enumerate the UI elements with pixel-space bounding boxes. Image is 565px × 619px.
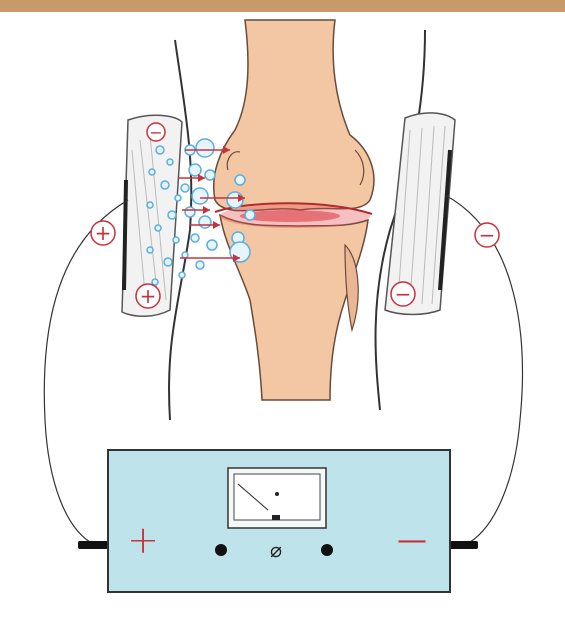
ion-particle: [235, 175, 245, 185]
right-mid-sign: −: [479, 223, 496, 247]
ion-particle: [207, 240, 217, 250]
ion-particle: [161, 181, 169, 189]
left-plug: [78, 541, 108, 549]
ion-particle: [168, 211, 176, 219]
ion-particle: [192, 188, 208, 204]
device-negative: —: [397, 523, 427, 558]
ion-particle: [185, 207, 195, 217]
arrow-head: [203, 206, 210, 214]
ion-particle: [189, 164, 201, 176]
ion-particle: [196, 139, 214, 157]
left-top-sign: −: [149, 123, 162, 142]
knob[interactable]: ⌀: [270, 538, 282, 562]
ion-particle: [181, 184, 189, 192]
right-plug: [448, 541, 478, 549]
ion-particle: [191, 234, 199, 242]
ion-particle: [182, 252, 188, 258]
ion-particle: [164, 258, 172, 266]
device-positive: +: [127, 518, 159, 562]
ion-particle: [147, 202, 153, 208]
ion-particle: [147, 247, 153, 253]
ion-particle: [167, 159, 173, 165]
ion-particle: [173, 237, 179, 243]
ion-particle: [155, 225, 161, 231]
left-bottom-sign: +: [140, 284, 157, 308]
ion-particle: [196, 261, 204, 269]
ion-particle: [179, 272, 185, 278]
ion-particle: [199, 216, 211, 228]
ion-particle: [205, 170, 215, 180]
arrow-head: [198, 174, 205, 182]
right-terminal: [321, 544, 333, 556]
arrow-head: [213, 221, 220, 229]
ion-particle: [245, 210, 255, 220]
top-strip: [0, 0, 565, 12]
right-bottom-sign: −: [395, 282, 412, 306]
ion-particle: [149, 169, 155, 175]
galvanic-device: + — ⌀: [108, 450, 450, 592]
ion-particle: [156, 146, 164, 154]
left-terminal: [215, 544, 227, 556]
left-mid-sign: +: [95, 221, 112, 245]
ion-particle: [175, 195, 181, 201]
